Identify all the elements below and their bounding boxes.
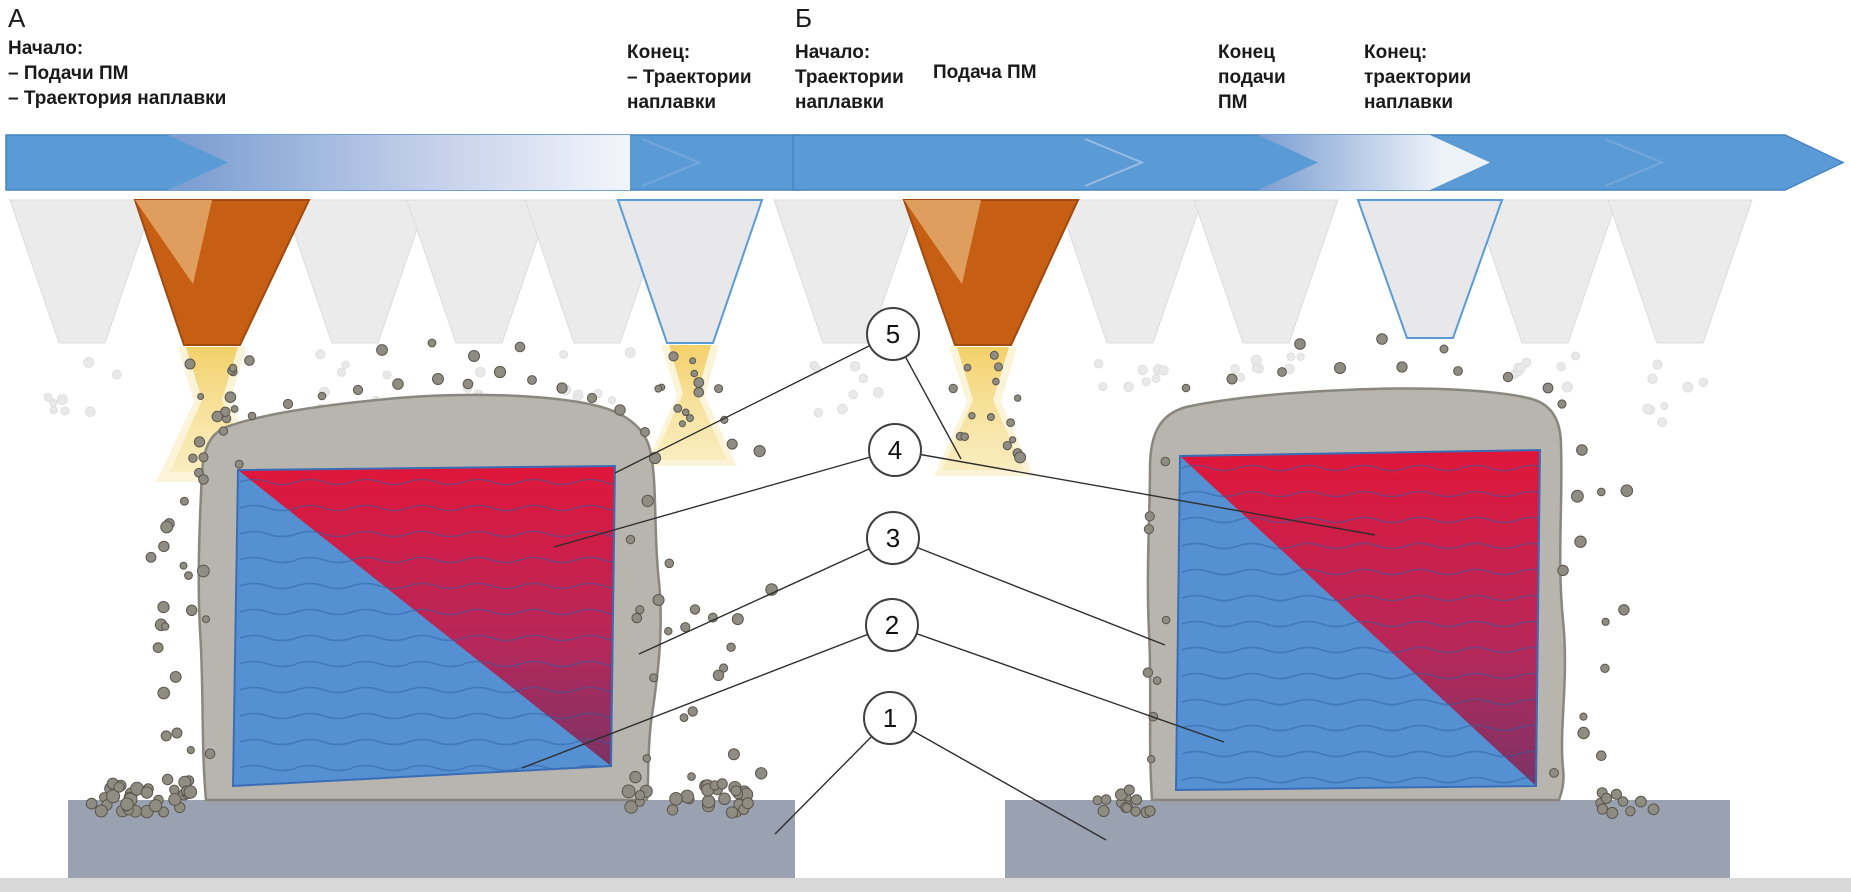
powder-particles [145,467,216,786]
powder-particles [654,351,729,428]
substrates [0,800,1851,892]
powder-particles [948,350,1027,464]
substrate-b [1005,800,1730,878]
chevron-marker [1604,138,1665,187]
end-position-nozzle-a [616,199,764,344]
idle-powder-dots [1642,359,1709,428]
panel-b-title: Б [795,3,813,33]
idle-powder-dots [43,357,122,418]
ghost-nozzle [1472,199,1618,344]
callout-4-number: 4 [887,434,903,465]
panel-b-end-label: Конец: траектории наплавки [1364,42,1472,114]
callout-2: 2 [865,598,919,652]
powder-particles [1549,444,1634,778]
ghost-nozzle [1057,199,1203,344]
ghost-nozzle [1193,199,1339,344]
panel-a-end-label: Конец: – Траектории наплавки [627,42,752,114]
powder-particles [1142,456,1171,764]
panel-b-feed-label: Подача ПМ [933,62,1037,83]
deposit-b [1146,387,1567,802]
powder-particles [625,438,778,797]
melt-layer-waves-b [1181,464,1540,784]
panel-a-start-label: Начало: – Подачи ПМ – Траектория наплавк… [8,38,227,110]
flow-arrow-b-gradient [1258,135,1490,190]
deposit-outline-a [231,464,617,788]
ghost-nozzle [282,199,428,344]
panel-b-feed-end-label: Конец подачи ПМ [1218,42,1286,114]
leader-line-5-left [614,333,894,474]
flow-arrow-b [792,134,1845,191]
callout-2-number: 2 [884,609,900,640]
idle-powder-dots [809,360,884,418]
leader-line-4-left [553,449,896,548]
powder-pile [621,778,754,819]
leader-line-4-right [894,449,1376,536]
powder-pile [1595,787,1660,819]
callout-1: 1 [863,691,917,745]
leader-line-3-right [892,537,1166,646]
heat-zone-a [238,466,615,766]
active-nozzle-a-highlight [135,200,212,284]
panel-b-start-label: Начало: Траектории наплавки [795,42,904,114]
nozzles-b [773,199,1753,346]
callout-3: 3 [866,511,920,565]
idle-powder-dots [1509,351,1581,393]
powder-stream-a-end [653,345,727,460]
leader-line-3-left [638,537,894,655]
callout-5-number: 5 [885,318,901,349]
leader-line-1-right [889,717,1107,841]
powder-particles [1181,333,1567,409]
panel-a-title: А [8,3,26,33]
flow-arrow-a-gradient [168,135,630,190]
deposit-a [197,393,662,802]
callout-5: 5 [866,307,920,361]
base-strip [0,878,1851,892]
deposit-outline-b [1174,448,1542,792]
powder-pile [85,775,198,819]
ghost-nozzle [1607,199,1753,344]
callout-3-number: 3 [885,522,901,553]
powder-particles [247,338,662,465]
heat-zone-b [1180,450,1540,786]
nozzles-a [9,199,764,346]
leader-line-2-left [521,624,893,769]
ghost-nozzle [9,199,155,344]
end-position-nozzle-b [1356,199,1504,339]
callout-1-number: 1 [882,702,898,733]
chevron-marker [1084,138,1145,187]
leader-lines [521,333,1376,841]
idle-powder-dots [1093,359,1169,392]
powder-stream-b-active [942,347,1024,470]
active-nozzle-b-highlight [904,200,981,284]
melt-layer-waves-a [239,478,615,772]
powder-pile [1092,784,1156,819]
idle-powder-dots [1230,352,1305,382]
ghost-nozzle [406,199,552,344]
flow-arrow-a [5,134,860,191]
callout-4: 4 [868,423,922,477]
leader-line-2-right [891,624,1225,743]
chevron-marker [641,138,702,187]
powder-particles [184,355,255,469]
